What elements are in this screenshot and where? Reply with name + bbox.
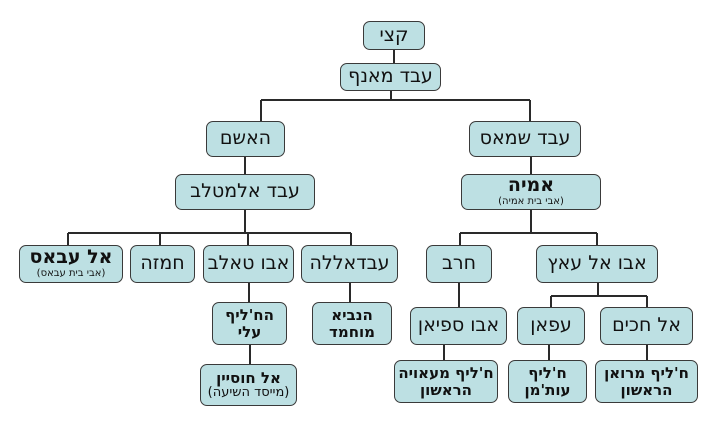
node-line2: הראשון: [620, 380, 673, 399]
node-line1: ח'ליף מעאויה: [398, 364, 494, 382]
node-abdallah: עבדאללה: [301, 245, 398, 283]
node-harb: חרב: [426, 245, 492, 283]
node-line2: מוחמד: [329, 322, 375, 341]
node-line2: עלי: [237, 322, 262, 341]
node-label: עבד מאנף: [348, 65, 433, 88]
node-label: אל חכים: [612, 314, 681, 337]
node-line1: הח'ליף: [225, 306, 274, 324]
node-line1: הנביא: [331, 306, 373, 324]
node-line2: הראשון: [420, 380, 472, 399]
connector: [459, 210, 598, 245]
node-note: (אבי בית עבאס): [36, 268, 106, 280]
node-line1: ח'ליף מרואן: [604, 364, 689, 382]
node-label: אבו אל עאץ: [547, 252, 647, 275]
connector: [260, 91, 531, 121]
node-line2: עות'מן: [524, 380, 571, 399]
node-label: עפאן: [530, 314, 572, 337]
node-note: (אבי בית אמיה): [498, 196, 564, 208]
node-label: אל חוסיין: [216, 368, 281, 387]
node-label: קצי: [379, 23, 409, 46]
node-label: עבד אלמטלב: [190, 180, 300, 203]
node-note: (מייסד השיעה): [207, 385, 290, 401]
node-qusai: קצי: [363, 21, 425, 50]
node-label: חרב: [441, 252, 477, 275]
connector: [550, 283, 648, 307]
node-al-hakam: אל חכים: [600, 307, 693, 345]
node-label: אבו טאלב: [207, 252, 290, 275]
connector: [67, 210, 352, 245]
node-abd-shams: עבד שמאס: [469, 121, 581, 157]
node-abbas: אל עבאס(אבי בית עבאס): [19, 245, 123, 283]
node-umayya: אמיה(אבי בית אמיה): [461, 174, 601, 210]
node-abu-talib: אבו טאלב: [203, 245, 294, 283]
node-hashim: האשם: [206, 121, 285, 157]
node-label: האשם: [219, 127, 272, 150]
connector: [248, 283, 251, 364]
node-hamza: חמזה: [130, 245, 195, 283]
node-abu-al-as: אבו אל עאץ: [536, 245, 658, 283]
node-label: עבד שמאס: [479, 127, 571, 150]
connector: [443, 283, 460, 360]
connector: [548, 345, 648, 360]
node-label: עבדאללה: [309, 252, 390, 275]
node-husayn: אל חוסיין(מייסד השיעה): [200, 364, 297, 406]
node-label: אבו ספיאן: [417, 314, 500, 337]
node-label: אל עבאס: [29, 246, 113, 269]
node-abu-sufyan: אבו ספיאן: [410, 307, 507, 345]
node-label: אמיה: [507, 174, 555, 197]
node-label: חמזה: [140, 252, 185, 275]
node-abd-manaf: עבד מאנף: [340, 63, 441, 91]
node-line1: ח'ליף: [528, 364, 567, 382]
node-abd-al-muttalib: עבד אלמטלב: [175, 174, 315, 210]
node-affan: עפאן: [517, 307, 585, 345]
